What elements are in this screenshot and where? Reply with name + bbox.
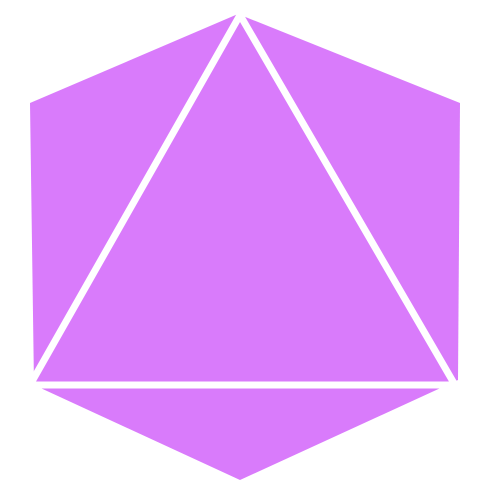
hexagon-shape [30,14,460,480]
triangle-lines [26,7,462,389]
